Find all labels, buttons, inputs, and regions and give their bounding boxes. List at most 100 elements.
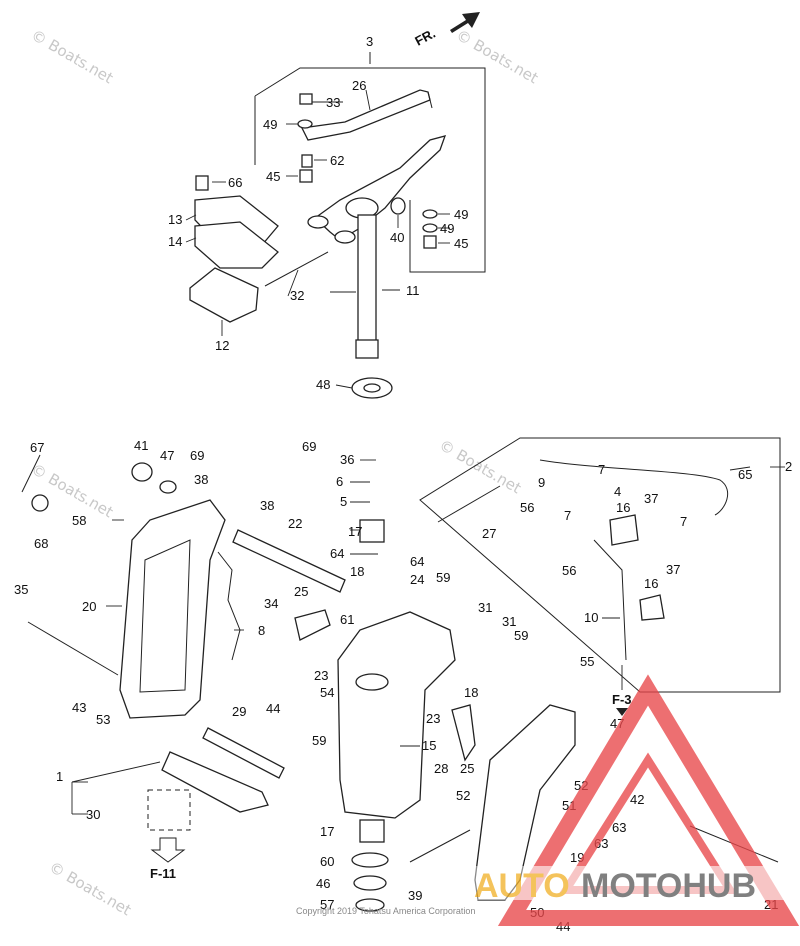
part-number: 46 (316, 876, 330, 891)
part-number: 40 (390, 230, 404, 245)
part-number: 42 (630, 792, 644, 807)
part-number: 54 (320, 685, 334, 700)
part-number: 12 (215, 338, 229, 353)
hose-10 (593, 539, 627, 661)
bushing-17-lower (359, 819, 385, 843)
part-number: 4 (614, 484, 621, 499)
part-number: 55 (580, 654, 594, 669)
part-number: 63 (612, 820, 626, 835)
reinforcement-plate (161, 751, 269, 813)
part-number: 64 (330, 546, 344, 561)
part-number: 38 (260, 498, 274, 513)
part-number: 34 (264, 596, 278, 611)
part-number: 49 (440, 221, 454, 236)
part-number: 2 (785, 459, 792, 474)
part-number: 59 (312, 733, 326, 748)
part-number: 7 (680, 514, 687, 529)
watermark: © Boats.net (46, 858, 134, 919)
gasket-part (194, 221, 279, 269)
part-number: 52 (456, 788, 470, 803)
part-number: 15 (422, 738, 436, 753)
part-number: 37 (666, 562, 680, 577)
part-number: 66 (228, 175, 242, 190)
part-number: 27 (482, 526, 496, 541)
watermark: © Boats.net (28, 26, 116, 87)
part-number: 45 (266, 169, 280, 184)
part-number: 32 (290, 288, 304, 303)
part-number: 41 (134, 438, 148, 453)
part-number: 45 (454, 236, 468, 251)
tiller-bracket-part (301, 89, 431, 141)
part-number: 23 (314, 668, 328, 683)
part-number: 20 (82, 599, 96, 614)
part-number: 11 (406, 283, 420, 298)
through-bolt-35 (27, 621, 119, 676)
part-number: 16 (616, 500, 630, 515)
part-number: 62 (330, 153, 344, 168)
part-number: 53 (96, 712, 110, 727)
hose-9 (437, 485, 501, 523)
wire-8 (217, 551, 241, 661)
part-number: 9 (538, 475, 545, 490)
tilt-lock-block-part (189, 267, 259, 323)
part-number: 31 (502, 614, 516, 629)
logo-text-auto: AUTO (474, 867, 570, 905)
part-number: 29 (232, 704, 246, 719)
steering-shaft-part (357, 214, 377, 351)
part-number: 56 (520, 500, 534, 515)
bushing-17-upper (359, 519, 385, 543)
through-bolt-39 (409, 829, 471, 863)
logo-triangle (497, 674, 800, 926)
part-number: 18 (350, 564, 364, 579)
part-number: 43 (72, 700, 86, 715)
part-number: 17 (348, 524, 362, 539)
part-number: 49 (454, 207, 468, 222)
logo-text-motohub: MOTOHUB (581, 867, 756, 905)
part-number: 14 (168, 234, 182, 249)
cable-67 (21, 454, 41, 493)
swivel-case-part (337, 611, 456, 819)
stud-32 (264, 251, 329, 287)
hose-65 (539, 459, 729, 516)
ref-label-f3: F-3 (612, 692, 632, 707)
part-number: 17 (320, 824, 334, 839)
part-number: 36 (340, 452, 354, 467)
part-number: 6 (336, 474, 343, 489)
part-number: 10 (584, 610, 598, 625)
part-number: 37 (644, 491, 658, 506)
watermark: © Boats.net (453, 26, 541, 87)
part-number: 56 (562, 563, 576, 578)
part-number: 28 (434, 761, 448, 776)
part-number: 13 (168, 212, 182, 227)
part-number: 22 (288, 516, 302, 531)
part-number: 24 (410, 572, 424, 587)
leader-lines (71, 89, 751, 815)
part-number: 67 (30, 440, 44, 455)
part-number: 8 (258, 623, 265, 638)
copyright-text: Copyright 2019 Tohatsu America Corporati… (296, 906, 475, 916)
part-number: 30 (86, 807, 100, 822)
part-number: 3 (366, 34, 373, 49)
part-number: 39 (408, 888, 422, 903)
part-number: 59 (436, 570, 450, 585)
part-number: 49 (263, 117, 277, 132)
part-number: 60 (320, 854, 334, 869)
part-number: 38 (194, 472, 208, 487)
direction-label: FR. (412, 26, 438, 49)
part-number: 7 (598, 462, 605, 477)
stern-bracket-right (474, 704, 576, 901)
part-number: 57 (320, 897, 334, 912)
part-number: 61 (340, 612, 354, 627)
part-number: 48 (316, 377, 330, 392)
part-number: 31 (478, 600, 492, 615)
part-number: 18 (464, 685, 478, 700)
arrow-down-icon (616, 708, 628, 716)
part-number: 25 (294, 584, 308, 599)
part-number: 69 (190, 448, 204, 463)
part-number: 47 (160, 448, 174, 463)
part-number: 35 (14, 582, 28, 597)
forward-arrow-icon (450, 12, 480, 33)
arrow-down-icon (150, 837, 186, 863)
